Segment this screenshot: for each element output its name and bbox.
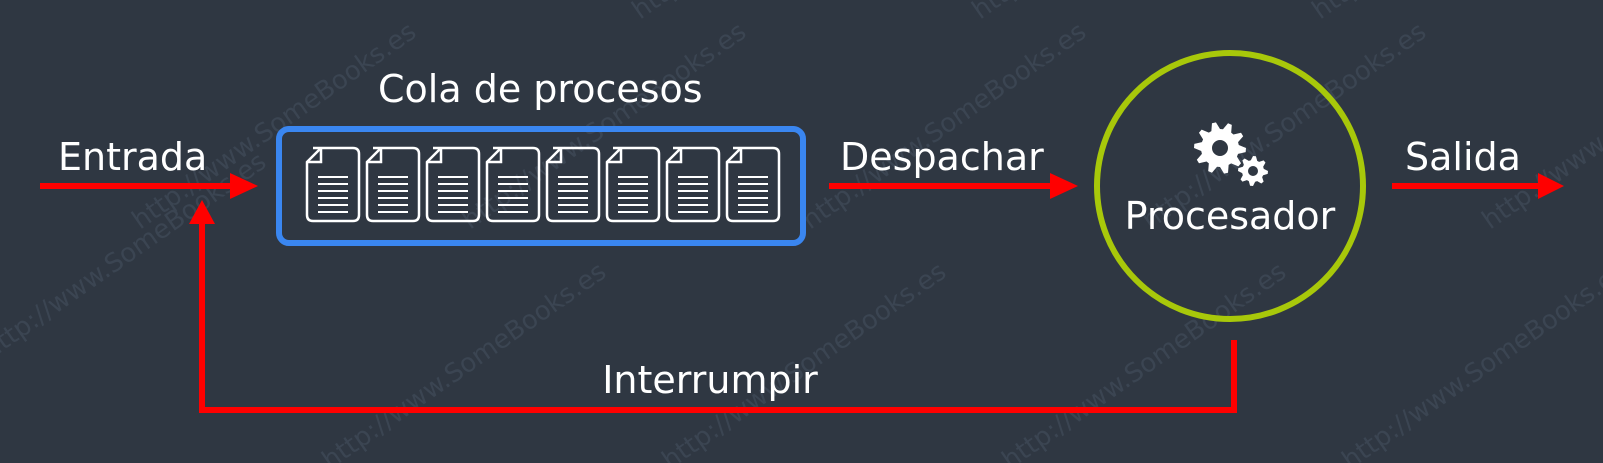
document-icon — [305, 146, 361, 223]
watermark-text: http://www.SomeBooks.es — [1307, 0, 1602, 26]
output-arrow — [1392, 173, 1564, 199]
dispatch-label: Despachar — [840, 135, 1044, 179]
gears-icon — [1194, 122, 1268, 186]
document-icon — [485, 146, 541, 223]
document-icon — [425, 146, 481, 223]
queue-documents — [305, 146, 781, 223]
interrupt-arrow — [189, 200, 1237, 413]
document-icon — [665, 146, 721, 223]
input-arrow — [40, 173, 258, 199]
input-label: Entrada — [58, 135, 207, 179]
output-label: Salida — [1405, 135, 1521, 179]
watermark-text: http://www.SomeBooks.es — [967, 0, 1262, 26]
document-icon — [545, 146, 601, 223]
document-icon — [725, 146, 781, 223]
watermark-text: http://www.SomeBooks.es — [627, 0, 922, 26]
watermark-text: http://www.SomeBooks.es — [797, 17, 1092, 236]
processor-circle — [1094, 50, 1366, 322]
process-queue-box — [276, 126, 806, 246]
watermark-text: http://www.SomeBooks.es — [1477, 17, 1603, 236]
queue-title: Cola de procesos — [378, 67, 703, 111]
small-gear-icon — [1238, 156, 1268, 186]
processor-label: Procesador — [1125, 194, 1336, 238]
watermark-text: http://www.SomeBooks.es — [317, 257, 612, 463]
large-gear-icon — [1194, 122, 1246, 174]
dispatch-arrow — [829, 173, 1078, 199]
document-icon — [365, 146, 421, 223]
watermark-text: http://www.SomeBooks.es — [1337, 257, 1603, 463]
document-icon — [605, 146, 661, 223]
interrupt-label: Interrumpir — [602, 358, 818, 402]
